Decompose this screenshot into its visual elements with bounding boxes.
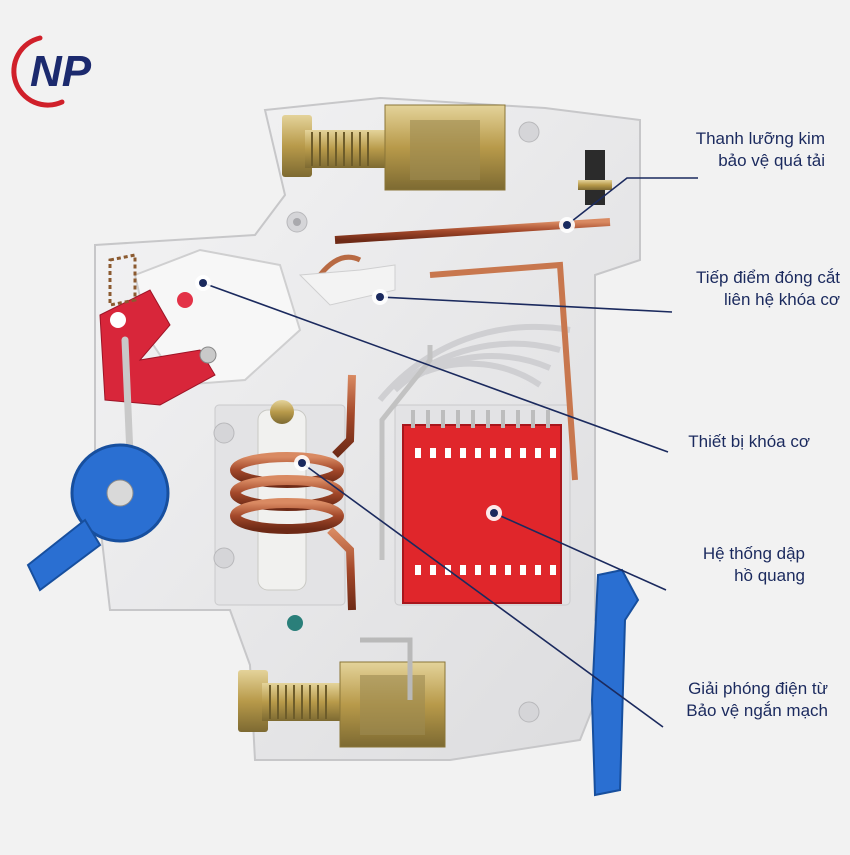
label-arc-line-1: Hệ thống dập [702, 544, 805, 563]
top-terminal [282, 104, 506, 191]
label-magnetic-line-1: Giải phóng điện từ [688, 679, 828, 698]
marker-magnetic [294, 455, 310, 471]
label-arc-line-2: hồ quang [734, 566, 805, 585]
label-contact: Tiếp điểm đóng cắt liên hệ khóa cơ [696, 267, 840, 311]
callout-markers [195, 217, 575, 521]
marker-contact [372, 289, 388, 305]
marker-lock [195, 275, 211, 291]
label-arc: Hệ thống dập hồ quang [703, 543, 805, 587]
label-thermal-line-1: Thanh lưỡng kim [695, 129, 825, 148]
arc-guide-vanes [377, 323, 571, 402]
trip-mechanism [99, 248, 396, 406]
leader-line-contact [379, 296, 673, 313]
label-thermal-line-2: bảo vệ quá tải [718, 151, 825, 170]
leader-line-lock [202, 282, 669, 453]
din-rail-clip [590, 568, 640, 797]
operating-handle [26, 336, 170, 592]
label-lock: Thiết bị khóa cơ [688, 431, 810, 453]
marker-thermal [559, 217, 575, 233]
label-contact-line-1: Tiếp điểm đóng cắt [696, 268, 840, 287]
leader-line-arc [493, 512, 667, 591]
marker-arc [486, 505, 502, 521]
svg-text:NP: NP [30, 47, 92, 96]
leader-line-thermal [566, 177, 698, 226]
label-magnetic: Giải phóng điện từ Bảo vệ ngắn mạch [686, 678, 828, 722]
leader-lines [202, 177, 698, 728]
label-contact-line-2: liên hệ khóa cơ [723, 290, 840, 309]
label-lock-line-1: Thiết bị khóa cơ [688, 432, 810, 451]
magnetic-coil [230, 345, 433, 700]
arc-chute [402, 410, 562, 604]
bottom-terminal [238, 661, 446, 748]
label-thermal: Thanh lưỡng kim bảo vệ quá tải [696, 128, 825, 172]
brand-logo: NP [11, 35, 92, 108]
label-magnetic-line-2: Bảo vệ ngắn mạch [686, 701, 828, 720]
leader-line-magnetic [301, 462, 664, 728]
